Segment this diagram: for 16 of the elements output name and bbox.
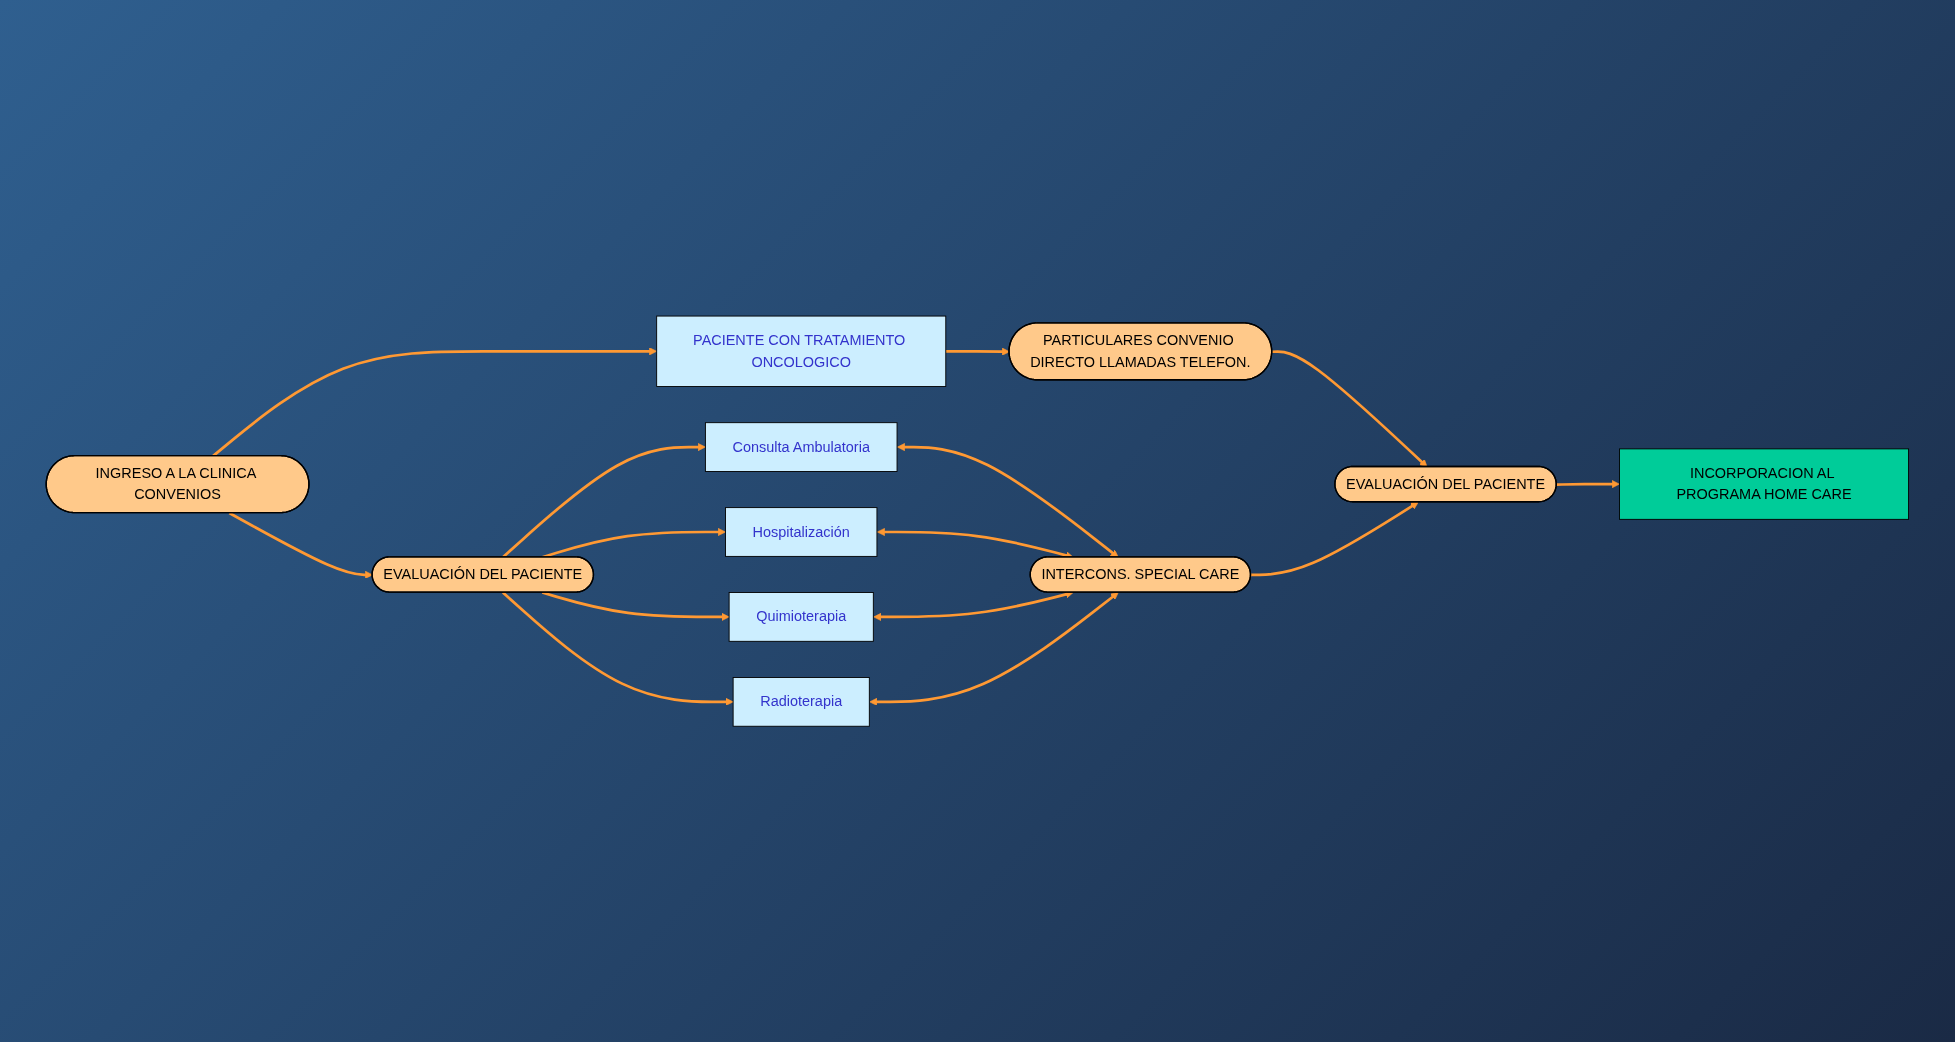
node-box: Radioterapia (732, 676, 870, 727)
arrow (869, 592, 1119, 706)
arrow (897, 442, 1119, 558)
node-box: Quimioterapia (728, 591, 874, 642)
arrow (1556, 480, 1620, 488)
arrow (1251, 501, 1419, 577)
arrow (502, 591, 734, 706)
node-box: Hospitalización (725, 507, 878, 557)
arrow (945, 347, 1010, 356)
node-box: Consulta Ambulatoria (705, 422, 898, 472)
node-box: PACIENTE CON TRATAMIENTO ONCOLOGICO (656, 315, 947, 387)
node-box: INCORPORACION AL PROGRAMA HOME CARE (1619, 448, 1910, 520)
arrow (873, 590, 1074, 621)
arrow (212, 347, 658, 457)
arrow (541, 591, 730, 621)
arrow (1272, 350, 1428, 468)
